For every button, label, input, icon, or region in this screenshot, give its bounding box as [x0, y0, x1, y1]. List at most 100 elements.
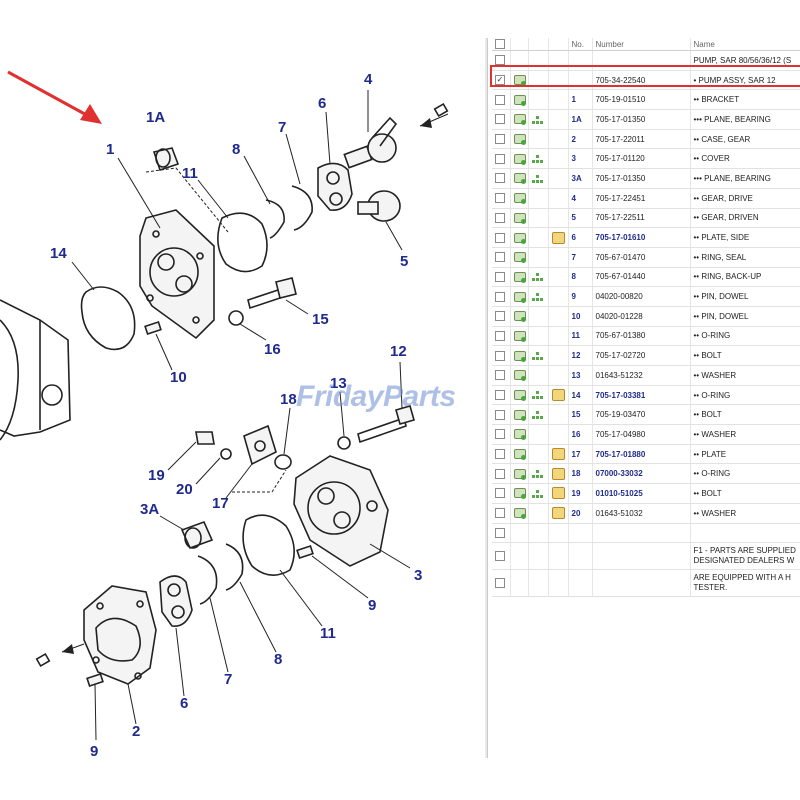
add-to-cart-icon[interactable]: [513, 429, 526, 441]
cell-tree[interactable]: [528, 168, 549, 189]
hierarchy-icon[interactable]: [531, 155, 543, 164]
add-to-cart-icon[interactable]: [513, 94, 526, 106]
select-all-checkbox[interactable]: [495, 39, 505, 49]
cell-cart[interactable]: [510, 168, 529, 189]
row-checkbox[interactable]: [495, 527, 505, 538]
cell-note[interactable]: [548, 385, 569, 406]
add-to-cart-icon[interactable]: [513, 291, 526, 303]
cell-cart[interactable]: [510, 286, 529, 307]
cell-cart[interactable]: [510, 326, 529, 347]
cell-checkbox[interactable]: [492, 168, 511, 189]
hierarchy-icon[interactable]: [531, 411, 543, 420]
cell-cart[interactable]: [510, 247, 529, 268]
cell-cart[interactable]: [510, 345, 529, 366]
add-to-cart-icon[interactable]: [513, 114, 526, 126]
row-checkbox[interactable]: [495, 271, 505, 282]
row-checkbox[interactable]: [495, 370, 505, 381]
cell-note[interactable]: [548, 463, 569, 485]
note-icon[interactable]: [551, 389, 565, 402]
cell-cart[interactable]: [510, 89, 529, 111]
note-icon[interactable]: [551, 507, 565, 520]
row-checkbox[interactable]: [495, 551, 505, 562]
add-to-cart-icon[interactable]: [513, 212, 526, 224]
cell-cart[interactable]: [510, 306, 529, 327]
cell-tree[interactable]: [528, 109, 549, 130]
row-checkbox[interactable]: [495, 193, 505, 204]
add-to-cart-icon[interactable]: [513, 252, 526, 264]
cell-note[interactable]: [548, 503, 569, 524]
cell-note[interactable]: [548, 483, 569, 504]
cell-checkbox[interactable]: [492, 267, 511, 288]
cell-tree[interactable]: [528, 404, 549, 426]
cell-note[interactable]: [548, 227, 569, 248]
cell-tree[interactable]: [528, 483, 549, 504]
note-icon[interactable]: [551, 467, 565, 480]
cell-tree[interactable]: [528, 267, 549, 288]
row-checkbox[interactable]: [495, 508, 505, 519]
cell-cart[interactable]: [510, 188, 529, 209]
add-to-cart-icon[interactable]: [513, 153, 526, 165]
row-checkbox[interactable]: [495, 153, 505, 164]
note-icon[interactable]: [551, 231, 565, 244]
add-to-cart-icon[interactable]: [513, 311, 526, 323]
row-checkbox[interactable]: [495, 311, 505, 322]
add-to-cart-icon[interactable]: [513, 134, 526, 146]
row-checkbox[interactable]: [495, 94, 505, 105]
cell-checkbox[interactable]: [492, 148, 511, 170]
cell-checkbox[interactable]: [492, 365, 511, 386]
row-checkbox[interactable]: [495, 429, 505, 440]
note-icon[interactable]: [551, 448, 565, 461]
cell-checkbox[interactable]: [492, 483, 511, 504]
cell-cart[interactable]: [510, 208, 529, 229]
cell-part-number[interactable]: 705-17-03381: [592, 385, 691, 406]
cell-checkbox[interactable]: [492, 424, 511, 445]
add-to-cart-icon[interactable]: [513, 508, 526, 520]
cell-part-number[interactable]: 01010-51025: [592, 483, 691, 504]
cell-cart[interactable]: [510, 227, 529, 248]
cell-cart[interactable]: [510, 424, 529, 445]
add-to-cart-icon[interactable]: [513, 350, 526, 362]
cell-part-number[interactable]: 705-17-01880: [592, 444, 691, 465]
add-to-cart-icon[interactable]: [513, 75, 526, 87]
cell-cart[interactable]: [510, 267, 529, 288]
row-checkbox[interactable]: [495, 291, 505, 302]
cell-cart[interactable]: [510, 404, 529, 426]
cell-cart[interactable]: [510, 463, 529, 485]
add-to-cart-icon[interactable]: [513, 330, 526, 342]
row-checkbox[interactable]: [495, 252, 505, 263]
cell-checkbox[interactable]: [492, 385, 511, 406]
row-checkbox[interactable]: [495, 55, 505, 66]
cell-cart[interactable]: [510, 365, 529, 386]
cell-checkbox[interactable]: [492, 208, 511, 229]
cell-part-number[interactable]: 705-17-01610: [592, 227, 691, 248]
cell-cart[interactable]: [510, 483, 529, 504]
cell-checkbox[interactable]: [492, 306, 511, 327]
cell-checkbox[interactable]: [492, 89, 511, 111]
row-checkbox[interactable]: [495, 390, 505, 401]
row-checkbox[interactable]: [495, 449, 505, 460]
hierarchy-icon[interactable]: [531, 115, 543, 124]
row-checkbox[interactable]: [495, 488, 505, 499]
hierarchy-icon[interactable]: [531, 292, 543, 301]
add-to-cart-icon[interactable]: [513, 390, 526, 402]
row-checkbox[interactable]: ✓: [495, 75, 505, 86]
cell-cart[interactable]: [510, 503, 529, 524]
cell-checkbox[interactable]: [492, 109, 511, 130]
hierarchy-icon[interactable]: [531, 273, 543, 282]
